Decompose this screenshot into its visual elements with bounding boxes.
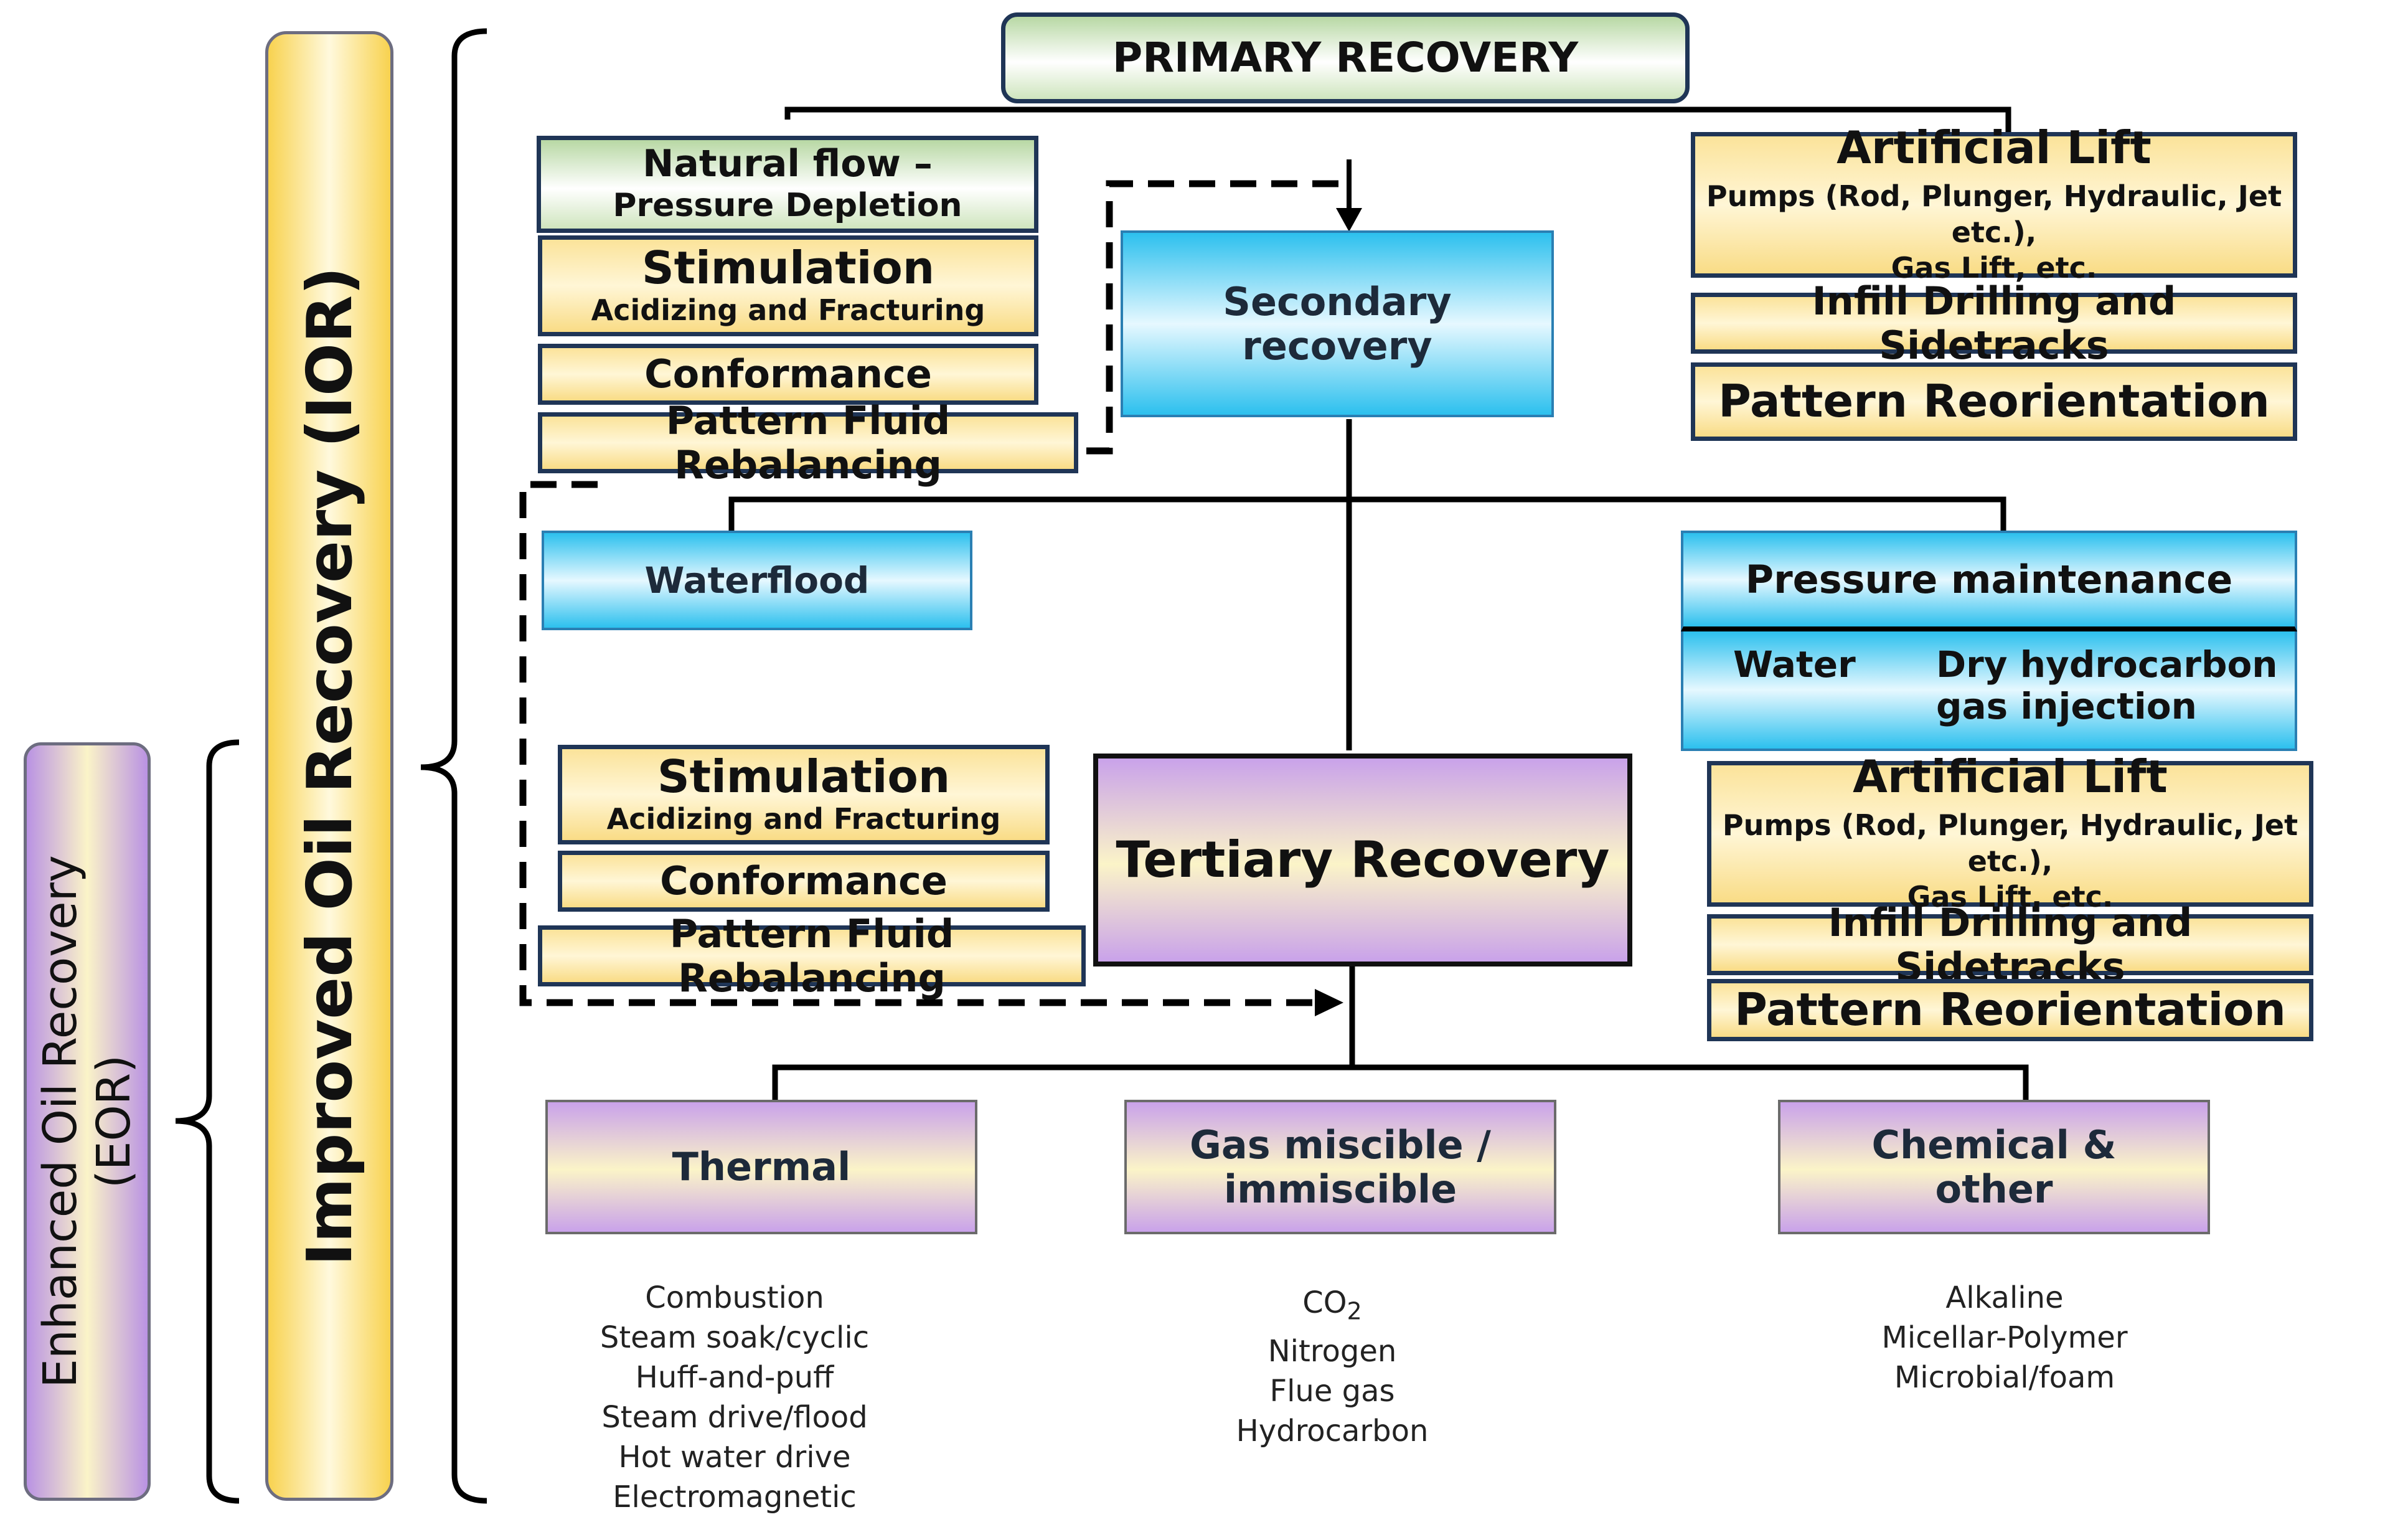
list-item: Combustion <box>645 1280 824 1315</box>
secondary-title-line1: Secondary <box>1223 278 1452 324</box>
natural-flow-line1: Natural flow – <box>642 142 933 186</box>
pm-dry-label: Dry hydrocarbon gas injection <box>1936 643 2278 727</box>
thermal-list: Combustion Steam soak/cyclic Huff-and-pu… <box>548 1278 921 1517</box>
primary-recovery-title: PRIMARY RECOVERY <box>1112 34 1579 82</box>
eor-pill: Enhanced Oil Recovery (EOR) <box>24 742 151 1501</box>
list-item: Hot water drive <box>618 1440 851 1475</box>
primary-infill-label: Infill Drilling and Sidetracks <box>1812 278 2176 368</box>
primary-pattern-fluid-box: Pattern Fluid Rebalancing <box>538 399 1078 487</box>
chem-line2: other <box>1935 1166 2053 1212</box>
dashed-path-secondary <box>519 481 1320 1006</box>
primary-recovery-box: PRIMARY RECOVERY <box>1001 12 1690 103</box>
secondary-artificial-lift-sub1: Pumps (Rod, Plunger, Hydraulic, Jet etc.… <box>1722 808 2298 878</box>
pressure-maintenance-body: Water Dry hydrocarbon gas injection <box>1681 631 2297 751</box>
ior-pill: Improved Oil Recovery (IOR) <box>265 31 393 1501</box>
primary-conformance-box: Conformance <box>538 344 1038 405</box>
primary-stimulation-title: Stimulation <box>641 241 935 294</box>
secondary-stimulation-box: Stimulation Acidizing and Fracturing <box>558 745 1050 844</box>
list-item: Flue gas <box>1269 1373 1395 1409</box>
list-item: CO2 <box>1302 1285 1362 1325</box>
primary-stimulation-box: Stimulation Acidizing and Fracturing <box>538 235 1038 336</box>
waterflood-box: Waterflood <box>542 531 972 630</box>
list-item: Alkaline <box>1945 1280 2064 1315</box>
ior-label: Improved Oil Recovery (IOR) <box>293 266 366 1266</box>
thermal-box: Thermal <box>545 1100 977 1234</box>
tertiary-title: Tertiary Recovery <box>1116 831 1610 889</box>
primary-pattern-reorientation-box: Pattern Reorientation <box>1691 362 2297 441</box>
arrow-head-secondary <box>1336 208 1362 232</box>
eor-brace <box>175 739 240 1504</box>
gas-list: CO2 Nitrogen Flue gas Hydrocarbon <box>1170 1283 1494 1451</box>
secondary-pattern-fluid-box: Pattern Fluid Rebalancing <box>538 912 1086 1000</box>
primary-pattern-fluid-label: Pattern Fluid Rebalancing <box>665 397 951 488</box>
chemical-list: Alkaline Micellar-Polymer Microbial/foam <box>1818 1278 2191 1397</box>
list-item: Micellar-Polymer <box>1881 1320 2128 1355</box>
primary-stimulation-sub: Acidizing and Fracturing <box>591 293 985 327</box>
secondary-stimulation-sub: Acidizing and Fracturing <box>606 801 1001 836</box>
secondary-infill-label: Infill Drilling and Sidetracks <box>1828 899 2193 990</box>
list-item: Microbial/foam <box>1894 1360 2115 1395</box>
dashed-path-primary <box>1086 180 1338 455</box>
ior-brace <box>420 28 487 1504</box>
pressure-maintenance-box: Pressure maintenance Water Dry hydrocarb… <box>1681 531 2297 751</box>
list-item: Electromagnetic <box>613 1480 857 1515</box>
primary-artificial-lift-title: Artificial Lift <box>1837 121 2152 174</box>
list-item: Nitrogen <box>1267 1333 1397 1369</box>
natural-flow-line2: Pressure Depletion <box>613 187 962 224</box>
pm-water-label: Water <box>1733 643 1856 686</box>
secondary-stimulation-title: Stimulation <box>657 750 951 803</box>
primary-artificial-lift-sub1: Pumps (Rod, Plunger, Hydraulic, Jet etc.… <box>1706 179 2282 249</box>
arrow-head-tertiary <box>1315 989 1343 1016</box>
list-item: Steam soak/cyclic <box>600 1320 870 1355</box>
secondary-pattern-reorientation-label: Pattern Reorientation <box>1734 983 2286 1036</box>
secondary-artificial-lift-sub2: Gas Lift, etc. <box>1907 880 2114 914</box>
primary-artificial-lift-box: Artificial Lift Pumps (Rod, Plunger, Hyd… <box>1691 123 2297 285</box>
primary-conformance-label: Conformance <box>644 351 932 397</box>
secondary-artificial-lift-title: Artificial Lift <box>1853 750 2168 803</box>
tertiary-recovery-box: Tertiary Recovery <box>1093 754 1632 966</box>
list-item: Huff-and-puff <box>635 1360 834 1395</box>
secondary-pattern-fluid-label: Pattern Fluid Rebalancing <box>669 910 954 1001</box>
secondary-infill-box: Infill Drilling and Sidetracks <box>1707 900 2313 989</box>
secondary-conformance-label: Conformance <box>660 858 948 904</box>
secondary-recovery-box: Secondary recovery <box>1121 230 1554 417</box>
gas-box: Gas miscible / immiscible <box>1124 1100 1556 1234</box>
primary-infill-box: Infill Drilling and Sidetracks <box>1691 279 2297 367</box>
natural-flow-box: Natural flow – Pressure Depletion <box>537 136 1038 233</box>
gas-line1: Gas miscible / <box>1190 1122 1491 1168</box>
pressure-maintenance-header: Pressure maintenance <box>1681 531 2297 631</box>
waterflood-label: Waterflood <box>644 559 870 602</box>
secondary-title-line2: recovery <box>1242 323 1432 369</box>
secondary-artificial-lift-box: Artificial Lift Pumps (Rod, Plunger, Hyd… <box>1707 752 2313 914</box>
secondary-conformance-box: Conformance <box>558 851 1050 912</box>
gas-line2: immiscible <box>1223 1166 1457 1212</box>
pressure-maintenance-title: Pressure maintenance <box>1745 557 2233 603</box>
list-item: Hydrocarbon <box>1236 1413 1429 1448</box>
chem-line1: Chemical & <box>1871 1122 2117 1168</box>
thermal-label: Thermal <box>672 1144 851 1190</box>
chemical-box: Chemical & other <box>1778 1100 2210 1234</box>
primary-artificial-lift-sub2: Gas Lift, etc. <box>1891 251 2097 285</box>
secondary-pattern-reorientation-box: Pattern Reorientation <box>1707 979 2313 1041</box>
eor-label: Enhanced Oil Recovery (EOR) <box>34 855 141 1388</box>
list-item: Steam drive/flood <box>601 1400 868 1435</box>
primary-pattern-reorientation-label: Pattern Reorientation <box>1718 375 2270 428</box>
